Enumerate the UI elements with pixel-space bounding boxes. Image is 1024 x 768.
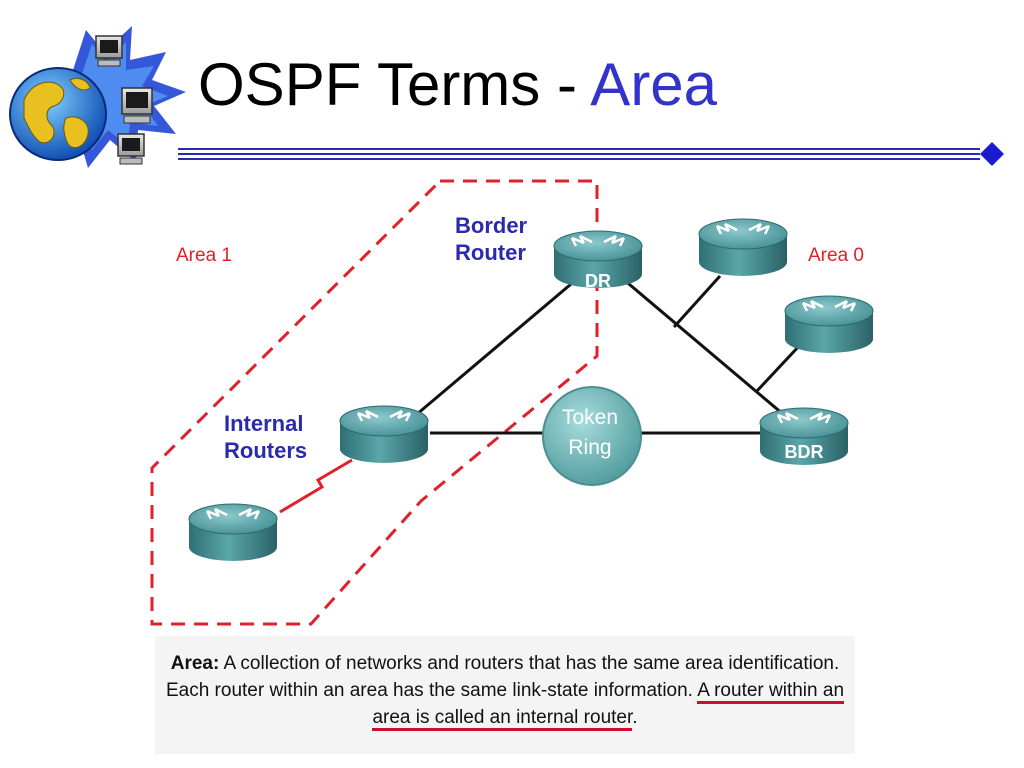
ospf-area-diagram: DR BDR Token Ring [150, 179, 874, 626]
link-dr-internal [409, 266, 591, 422]
link-dr-bdr-router-b [754, 343, 802, 394]
token-ring-icon [543, 387, 641, 485]
title-main: OSPF Terms - [198, 51, 591, 118]
serial-link [279, 458, 353, 514]
border-router-line1: Border [455, 213, 528, 238]
computer-icon [95, 35, 123, 67]
computer-icon [121, 87, 153, 124]
caption-underlined: A router within an area is called an int… [372, 680, 845, 731]
area1-label: Area 1 [176, 245, 232, 266]
globe-computers-logo [9, 26, 186, 168]
router-bdr-icon [759, 407, 849, 465]
caption-box [155, 636, 855, 754]
link-dr-bdr [609, 266, 791, 422]
area1-boundary [150, 179, 599, 626]
router-area1-icon [188, 503, 278, 561]
computer-icon [117, 133, 145, 165]
router-area0-a-icon [698, 218, 788, 276]
dr-label: DR [585, 271, 611, 291]
internal-routers-line2: Routers [224, 438, 308, 463]
token-ring-line2: Ring [568, 436, 611, 459]
title-accent: Area [590, 51, 718, 118]
router-area0-b-icon [784, 295, 874, 353]
link-dr-bdr-router-a [672, 274, 722, 329]
page-title: OSPF Terms - Area [198, 50, 717, 120]
token-ring-line1: Token [562, 406, 618, 429]
caption-end: . [632, 707, 638, 728]
internal-routers-callout: Internal Routers [224, 410, 307, 464]
area0-label: Area 0 [808, 245, 864, 266]
network-links [409, 266, 802, 435]
internal-routers-line1: Internal [224, 411, 304, 436]
bdr-label: BDR [785, 442, 824, 462]
border-router-callout: Border Router [455, 212, 527, 266]
router-dr-icon [553, 230, 643, 288]
diamond-icon [980, 142, 1004, 166]
title-rule [178, 142, 1004, 166]
router-internal-icon [339, 405, 429, 463]
caption-text: Area: A collection of networks and route… [155, 650, 855, 731]
caption-body: A collection of networks and routers tha… [165, 653, 840, 701]
border-router-line2: Router [455, 240, 526, 265]
caption-term: Area: [170, 653, 220, 674]
